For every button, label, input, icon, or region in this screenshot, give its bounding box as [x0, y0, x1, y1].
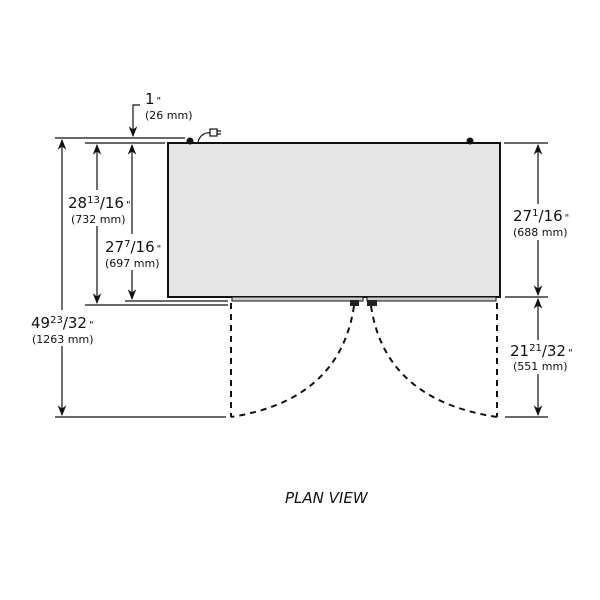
svg-text:4923/32": 4923/32"	[31, 314, 94, 332]
svg-text:(551 mm): (551 mm)	[513, 360, 568, 373]
door-handle-left	[350, 300, 359, 306]
svg-text:2813/16": 2813/16"	[68, 194, 131, 212]
cabinet-body	[167, 142, 501, 298]
svg-text:(26 mm): (26 mm)	[145, 109, 193, 122]
extension-lines-left	[55, 137, 228, 418]
top-offset-arrow	[128, 104, 140, 138]
door-swing-right	[370, 303, 498, 418]
plug-icon	[209, 128, 218, 137]
plan-view-title: PLAN VIEW	[285, 489, 369, 507]
svg-text:277/16": 277/16"	[105, 238, 161, 256]
power-cord-icon	[197, 132, 212, 143]
svg-text:2121/32": 2121/32"	[510, 342, 573, 360]
svg-text:(688 mm): (688 mm)	[513, 226, 568, 239]
extension-lines-right	[504, 142, 548, 418]
label-depth-right: 271/16" (688 mm)	[513, 207, 569, 239]
svg-text:(732 mm): (732 mm)	[71, 213, 126, 226]
rear-bumper-icon	[466, 137, 474, 145]
door-panels	[231, 296, 497, 302]
svg-text:(1263 mm): (1263 mm)	[32, 333, 94, 346]
power-cord-outlet-icon	[186, 137, 194, 145]
label-depth-doors-open: 4923/32" (1263 mm)	[31, 314, 94, 346]
door-handle-right	[367, 300, 377, 306]
label-door-swing: 2121/32" (551 mm)	[510, 342, 573, 373]
door-swing-left	[230, 303, 355, 418]
label-top-offset: 1" (26 mm)	[145, 90, 193, 122]
label-depth-overall-body: 2813/16" (732 mm)	[68, 194, 131, 226]
svg-text:1": 1"	[145, 90, 161, 108]
svg-text:(697 mm): (697 mm)	[105, 257, 160, 270]
svg-text:271/16": 271/16"	[513, 207, 569, 225]
label-depth-cabinet: 277/16" (697 mm)	[105, 238, 161, 270]
